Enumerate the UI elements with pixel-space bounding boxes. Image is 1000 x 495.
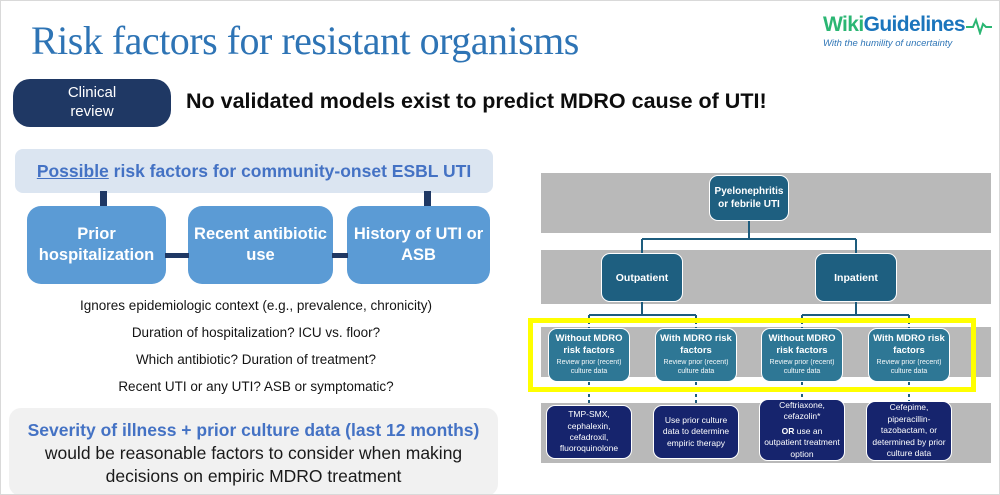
caveat-line: Ignores epidemiologic context (e.g., pre…	[80, 298, 432, 313]
mdro-node-subtext: Review prior (recent) culture data	[556, 359, 622, 375]
logo-wordmark: WikiGuidelines	[823, 13, 993, 37]
mdro-node-title: With MDRO risk factors	[873, 333, 945, 356]
flow-node-outpatient-without-mdro: Without MDRO risk factors Review prior (…	[548, 328, 630, 382]
treatment-3-rest: use an outpatient treatment option	[764, 425, 840, 459]
caveat-line: Recent UTI or any UTI? ASB or symptomati…	[118, 379, 394, 394]
treatment-box-4: Cefepime, piperacillin-tazobactam, or de…	[866, 401, 952, 461]
logo-guidelines-text: Guidelines	[863, 13, 966, 36]
mdro-row-highlight-frame	[528, 318, 976, 392]
risk-header-rest: risk factors for community-onset ESBL UT…	[108, 160, 472, 181]
heartbeat-icon	[965, 17, 992, 37]
caveat-list: Ignores epidemiologic context (e.g., pre…	[16, 292, 496, 400]
flow-node-outpatient-with-mdro: With MDRO risk factors Review prior (rec…	[655, 328, 737, 382]
badge-line1: Clinical	[67, 84, 117, 102]
headline: No validated models exist to predict MDR…	[186, 89, 767, 113]
logo-wiki-text: Wiki	[823, 13, 864, 36]
treatment-3-or: OR	[781, 425, 795, 436]
clinical-review-badge: Clinical review	[13, 79, 171, 127]
mdro-node-title: With MDRO risk factors	[660, 333, 732, 356]
treatment-box-2: Use prior culture data to determine empi…	[653, 405, 739, 459]
risk-header-underlined: Possible	[36, 160, 109, 181]
mdro-node-title: Without MDRO risk factors	[768, 333, 836, 356]
connector-tick-left	[100, 191, 107, 208]
summary-box: Severity of illness + prior culture data…	[9, 408, 498, 494]
flow-node-pyelonephritis: Pyelonephritis or febrile UTI	[709, 175, 789, 221]
flow-node-inpatient-without-mdro: Without MDRO risk factors Review prior (…	[761, 328, 843, 382]
mdro-node-title: Without MDRO risk factors	[555, 333, 623, 356]
treatment-3-line1: Ceftriaxone, cefazolin*	[779, 399, 825, 422]
logo-tagline: With the humility of uncertainty	[823, 38, 953, 49]
mdro-node-subtext: Review prior (recent) culture data	[663, 359, 729, 375]
treatment-box-1: TMP-SMX, cephalexin, cefadroxil, fluoroq…	[546, 405, 632, 459]
factor-box-recent-antibiotic-use: Recent antibiotic use	[188, 206, 333, 284]
mdro-node-subtext: Review prior (recent) culture data	[769, 359, 835, 375]
connector-horizontal-1	[165, 253, 189, 258]
risk-panel-header: Possible risk factors for community-onse…	[15, 149, 493, 193]
caveat-line: Duration of hospitalization? ICU vs. flo…	[131, 325, 381, 340]
flow-node-inpatient: Inpatient	[815, 253, 897, 302]
factor-box-history-uti-asb: History of UTI or ASB	[347, 206, 490, 284]
summary-rest: would be reasonable factors to consider …	[44, 442, 463, 486]
caveat-line: Which antibiotic? Duration of treatment?	[135, 352, 377, 367]
wikiguidelines-logo: WikiGuidelines With the humility of unce…	[823, 13, 993, 49]
connector-horizontal-2	[332, 253, 348, 258]
mdro-node-subtext: Review prior (recent) culture data	[876, 359, 942, 375]
factor-box-prior-hospitalization: Prior hospitalization	[27, 206, 166, 284]
flow-node-inpatient-with-mdro: With MDRO risk factors Review prior (rec…	[868, 328, 950, 382]
connector-tick-right	[424, 191, 431, 208]
flow-node-outpatient: Outpatient	[601, 253, 683, 302]
summary-highlight: Severity of illness + prior culture data…	[27, 420, 480, 440]
badge-line2: review	[70, 103, 114, 120]
page-title: Risk factors for resistant organisms	[31, 18, 579, 63]
treatment-box-3: Ceftriaxone, cefazolin* OR use an outpat…	[759, 399, 845, 461]
